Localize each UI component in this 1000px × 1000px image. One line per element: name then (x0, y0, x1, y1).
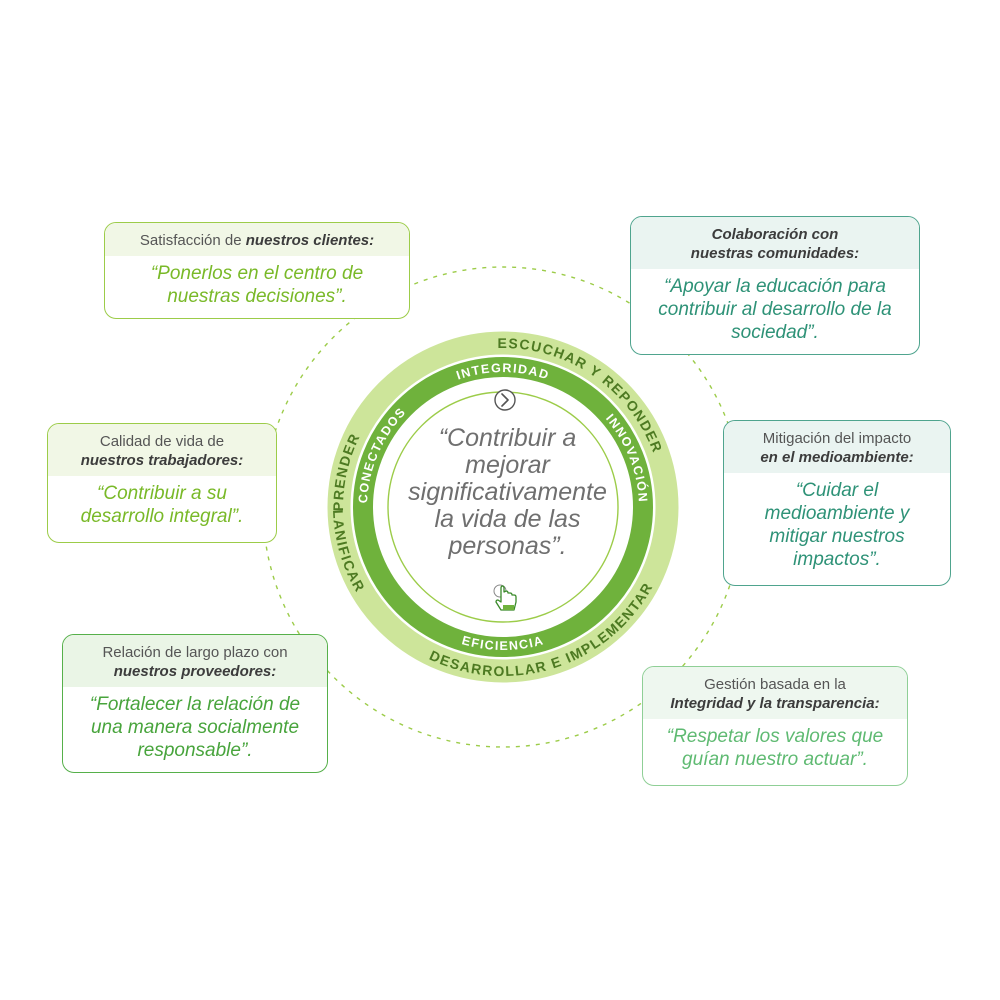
card-clientes-head-plain: Satisfacción de (139, 232, 246, 249)
card-trabajadores-header: Calidad de vida de nuestros trabajadores… (48, 424, 276, 476)
pointing-hand-icon[interactable] (493, 584, 517, 611)
inner-label-bottom: EFICIENCIA (460, 633, 544, 653)
card-medioambiente-header: Mitigación del impacto en el medioambien… (724, 421, 950, 473)
card-proveedores-quote: “Fortalecer la relación de una manera so… (89, 694, 301, 761)
card-trabajadores-head-plain: Calidad de vida de (99, 433, 225, 450)
card-proveedores-head-plain: Relación de largo plazo con (102, 644, 288, 661)
card-transparencia-head-plain: Gestión basada en la (704, 676, 846, 693)
card-proveedores-head-bold: nuestros proveedores: (113, 663, 277, 680)
card-transparencia: Gestión basada en la Integridad y la tra… (642, 666, 908, 786)
card-clientes-quote: “Ponerlos en el centro de nuestras decis… (150, 263, 364, 307)
card-medioambiente-head-bold: en el medioambiente: (760, 449, 914, 466)
card-clientes: Satisfacción de nuestros clientes: “Pone… (104, 222, 410, 319)
inner-ring (353, 357, 653, 657)
svg-text:EFICIENCIA: EFICIENCIA (460, 633, 545, 653)
card-transparencia-header: Gestión basada en la Integridad y la tra… (643, 667, 907, 719)
card-proveedores: Relación de largo plazo con nuestros pro… (62, 634, 328, 773)
card-trabajadores: Calidad de vida de nuestros trabajadores… (47, 423, 277, 543)
card-transparencia-head-bold: Integridad y la transparencia: (670, 695, 880, 712)
card-trabajadores-head-bold: nuestros trabajadores: (80, 452, 244, 469)
card-comunidades-header: Colaboración con nuestras comunidades: (631, 217, 919, 269)
card-comunidades: Colaboración con nuestras comunidades: “… (630, 216, 920, 355)
card-proveedores-header: Relación de largo plazo con nuestros pro… (63, 635, 327, 687)
card-comunidades-head-bold-2: nuestras comunidades: (690, 245, 860, 262)
card-clientes-header: Satisfacción de nuestros clientes: (105, 223, 409, 256)
card-comunidades-head-bold-1: Colaboración con (711, 226, 839, 243)
card-comunidades-quote: “Apoyar la educación para contribuir al … (658, 276, 892, 343)
chevron-right-icon[interactable] (494, 389, 516, 411)
card-medioambiente-quote: “Cuidar el medioambiente y mitigar nuest… (764, 480, 910, 570)
outer-ring (327, 331, 679, 683)
card-medioambiente-head-plain: Mitigación del impacto (762, 430, 912, 447)
card-trabajadores-quote: “Contribuir a su desarrollo integral”. (80, 483, 244, 527)
card-transparencia-quote: “Respetar los valores que guían nuestro … (666, 726, 884, 770)
card-medioambiente: Mitigación del impacto en el medioambien… (723, 420, 951, 586)
card-clientes-head-bold: nuestros clientes: (245, 232, 375, 249)
center-quote: “Contribuir a mejorar significativamente… (408, 424, 607, 560)
